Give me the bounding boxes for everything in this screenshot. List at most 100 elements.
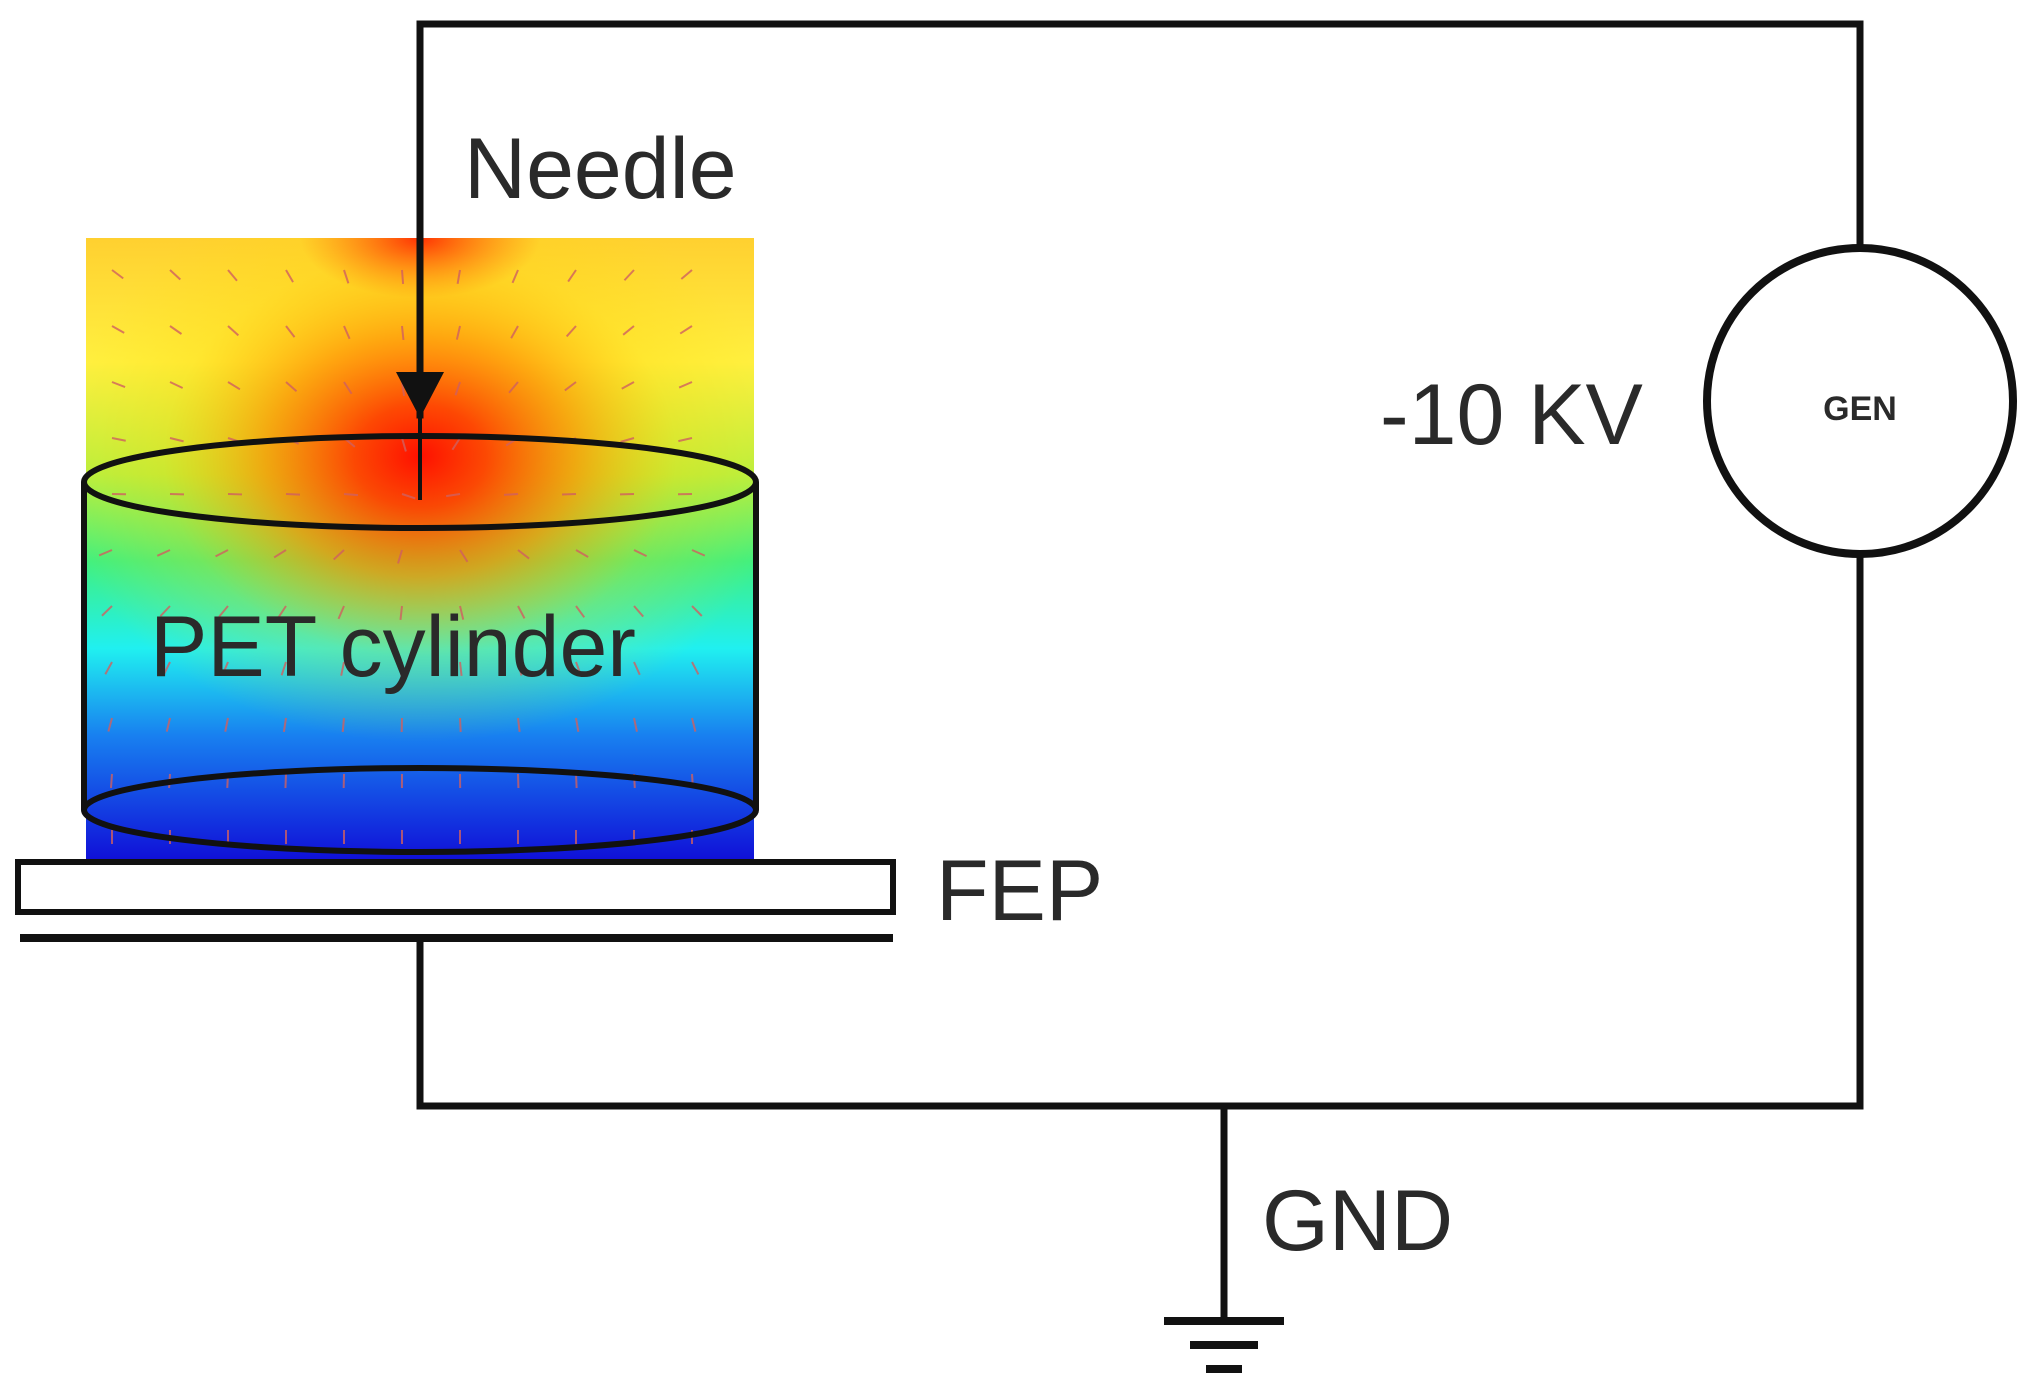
field-arrow: [446, 493, 461, 498]
field-arrow: [282, 717, 287, 732]
field-arrow: [343, 325, 351, 340]
generator-circle-icon: [1703, 244, 2017, 558]
field-arrow: [455, 325, 461, 340]
field-arrow: [451, 437, 461, 451]
field-arrow: [517, 549, 530, 560]
field-arrow: [221, 661, 229, 676]
field-arrow: [510, 325, 519, 339]
field-arrow: [285, 381, 298, 393]
field-arrow: [633, 549, 648, 558]
field-arrow: [111, 325, 125, 334]
field-arrow: [623, 269, 635, 281]
field-arrow: [343, 269, 350, 284]
field-arrow: [104, 661, 113, 675]
field-arrow: [575, 773, 578, 789]
field-arrow: [111, 269, 124, 280]
field-arrow: [98, 549, 113, 557]
field-arrow: [565, 325, 577, 338]
field-arrow: [227, 325, 240, 337]
field-arrow: [109, 773, 113, 789]
field-arrow: [633, 605, 644, 618]
field-arrow: [111, 381, 126, 388]
field-arrow: [401, 493, 416, 500]
field-arrow: [575, 605, 586, 618]
field-arrow: [341, 717, 345, 733]
field-arrow: [508, 381, 519, 394]
field-arrow: [456, 269, 461, 284]
field-arrow: [156, 549, 171, 557]
field-arrow: [285, 269, 294, 283]
field-arrow: [215, 549, 229, 558]
field-arrow: [343, 381, 353, 395]
field-arrow: [459, 605, 465, 620]
field-arrow: [401, 437, 407, 452]
field-arrow: [680, 269, 693, 280]
field-arrow: [511, 269, 519, 284]
field-arrow: [691, 661, 700, 675]
needle-label: Needle: [464, 121, 737, 217]
field-arrow: [459, 717, 462, 733]
field-arrow: [401, 269, 405, 285]
field-arrow: [399, 605, 403, 621]
voltage-label: -10 KV: [1380, 367, 1643, 463]
field-arrow: [285, 325, 296, 338]
generator-label: GEN: [1823, 390, 1897, 428]
field-arrow: [503, 493, 519, 496]
field-arrow: [169, 325, 183, 335]
field-arrow: [227, 269, 238, 282]
field-arrow: [218, 605, 229, 618]
ground-electrode: [20, 934, 893, 942]
field-arrow: [111, 437, 126, 442]
arrow-down-icon: [396, 372, 444, 500]
field-arrow: [107, 717, 113, 732]
pet-cylinder-label: PET cylinder: [150, 599, 636, 695]
field-arrow: [101, 605, 113, 617]
field-arrow: [277, 605, 287, 619]
field-arrows: [98, 269, 706, 844]
field-arrow: [621, 381, 635, 390]
field-arrow: [691, 605, 703, 617]
field-arrow: [567, 269, 577, 283]
field-arrow: [454, 381, 461, 396]
field-arrow: [400, 661, 403, 677]
field-arrow: [564, 381, 577, 392]
field-arrow: [340, 661, 345, 676]
field-arrow: [280, 661, 287, 676]
ground-symbol-icon: [1164, 1317, 1284, 1373]
field-arrow: [169, 269, 181, 281]
field-arrow: [575, 717, 580, 732]
field-arrow: [397, 549, 403, 564]
wire-top: [416, 20, 1864, 419]
field-arrow: [333, 549, 345, 561]
field-arrow: [575, 549, 589, 558]
field-arrow: [285, 493, 301, 496]
field-arrow: [561, 493, 577, 496]
field-arrow: [343, 493, 359, 497]
field-arrow: [678, 437, 693, 443]
fep-label: FEP: [936, 843, 1103, 939]
field-arrow: [227, 381, 241, 391]
field-arrow: [575, 661, 582, 676]
field-arrow: [169, 437, 184, 443]
field-arrow: [273, 549, 287, 559]
field-arrow: [459, 549, 469, 563]
ground-label: GND: [1262, 1173, 1453, 1269]
field-arrow: [517, 717, 521, 733]
field-arrow: [284, 773, 287, 789]
field-arrow: [691, 549, 706, 557]
field-arrow: [459, 661, 463, 677]
field-arrow: [401, 381, 406, 396]
wire-bottom: [416, 550, 1864, 1110]
field-arrow: [633, 661, 641, 676]
field-arrow: [169, 381, 184, 389]
fep-film: [15, 859, 896, 915]
field-arrow: [620, 437, 635, 443]
field-arrow: [517, 605, 526, 619]
field-arrow: [337, 605, 345, 620]
field-arrow: [517, 661, 523, 676]
field-arrow: [401, 325, 405, 341]
field-arrow: [633, 717, 638, 732]
circuit-wires: [416, 20, 1864, 1324]
